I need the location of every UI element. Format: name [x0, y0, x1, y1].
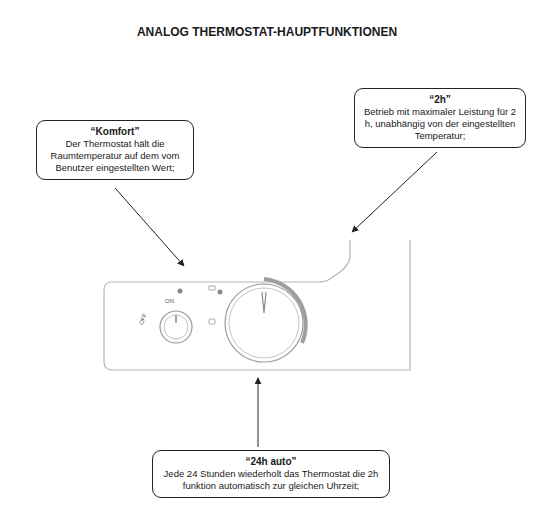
device-housing	[104, 240, 410, 370]
diagram-title: ANALOG THERMOSTAT-HAUPTFUNKTIONEN	[0, 25, 534, 39]
callout-box: “Komfort”Der Thermostat hält die Raumtem…	[36, 120, 194, 180]
callout-heading: “2h”	[363, 94, 517, 106]
callout-text: Betrieb mit maximaler Leistung für 2 h, …	[363, 106, 517, 142]
callout-heading: “24h auto”	[161, 456, 381, 468]
callout-heading: “Komfort”	[45, 126, 185, 138]
switch-label: OFF	[138, 312, 148, 325]
callout-text: Der Thermostat hält die Raumtemperatur a…	[45, 138, 185, 174]
callout-text: Jede 24 Stunden wiederholt das Thermosta…	[161, 468, 381, 492]
small-knob	[160, 289, 192, 344]
callout-box: “2h”Betrieb mit maximaler Leistung für 2…	[354, 88, 526, 148]
leader-lines	[115, 152, 437, 447]
temperature-dial	[209, 279, 306, 362]
callout-box: “24h auto”Jede 24 Stunden wiederholt das…	[152, 450, 390, 498]
switch-label: ON	[165, 298, 174, 304]
